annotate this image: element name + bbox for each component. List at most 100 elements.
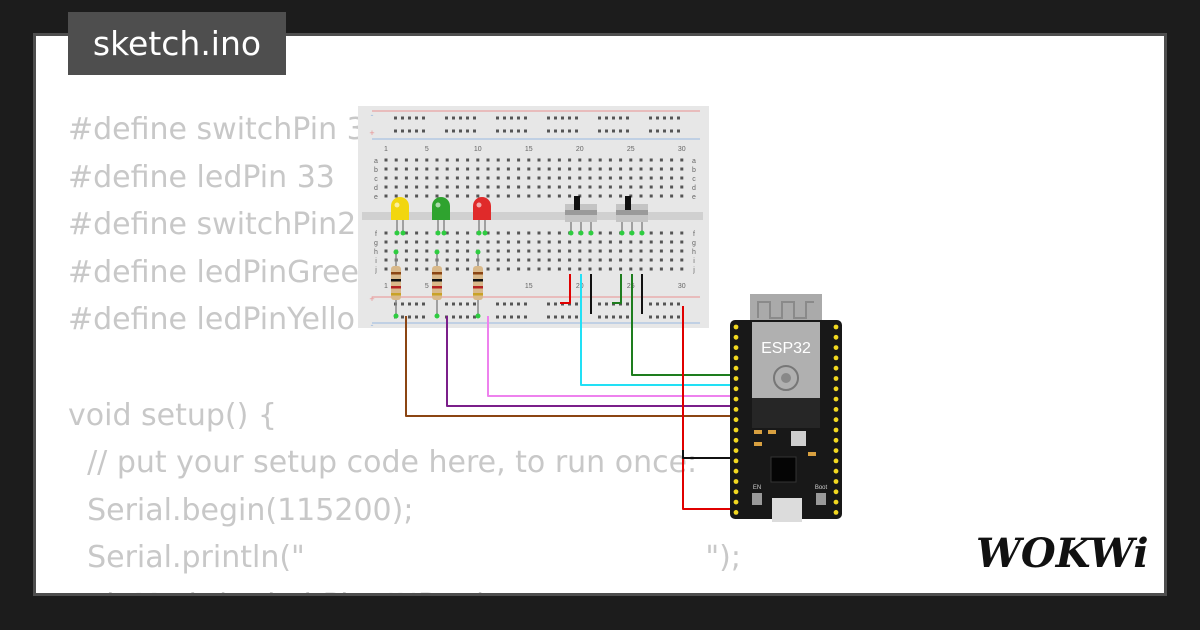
rail-hole: [408, 129, 411, 133]
breadboard-hole: [506, 176, 510, 180]
rail-hole: [619, 315, 622, 319]
rail-hole: [524, 302, 527, 306]
breadboard-hole: [466, 231, 470, 235]
file-tab[interactable]: sketch.ino: [68, 12, 286, 75]
breadboard-hole: [547, 249, 551, 253]
breadboard-hole: [568, 194, 572, 198]
header-pin: [833, 479, 839, 484]
row-letter: a: [374, 158, 378, 165]
rail-hole: [503, 302, 506, 306]
en-button: [752, 493, 762, 505]
breadboard-hole: [527, 249, 531, 253]
breadboard-hole: [629, 185, 633, 189]
header-pin: [733, 468, 739, 474]
breadboard-hole: [486, 158, 490, 162]
pin-marker: [393, 313, 399, 319]
header-pin: [833, 334, 839, 340]
breadboard-hole: [680, 158, 684, 162]
breadboard-hole: [649, 167, 653, 171]
breadboard-hole: [659, 267, 663, 271]
breadboard-hole: [425, 176, 429, 180]
rail-hole: [452, 116, 455, 120]
breadboard-hole: [435, 176, 439, 180]
rail-label: +: [369, 128, 374, 138]
row-letter: j: [692, 267, 695, 274]
wire: [631, 274, 736, 376]
breadboard-hole: [619, 176, 623, 180]
row-letter: i: [693, 258, 695, 265]
breadboard-hole: [506, 185, 510, 189]
rail-hole: [561, 116, 564, 120]
breadboard-hole: [608, 249, 612, 253]
rail-hole: [598, 129, 601, 133]
breadboard-hole: [680, 267, 684, 271]
rail-hole: [605, 315, 608, 319]
rail-hole: [473, 315, 476, 319]
breadboard-hole: [659, 194, 663, 198]
breadboard-hole: [557, 185, 561, 189]
breadboard-hole: [415, 167, 419, 171]
column-number: 5: [425, 283, 429, 290]
header-pin: [733, 417, 739, 423]
breadboard-hole: [476, 176, 480, 180]
breadboard-hole: [517, 158, 521, 162]
breadboard-hole: [578, 249, 582, 253]
breadboard-hole: [578, 167, 582, 171]
breadboard-hole: [629, 258, 633, 262]
led-highlight: [394, 202, 400, 208]
breadboard-hole: [404, 258, 408, 262]
rail-hole: [670, 129, 673, 133]
pin-marker: [475, 313, 481, 319]
row-letter: b: [374, 167, 378, 174]
breadboard-hole: [557, 176, 561, 180]
rail-hole: [663, 116, 666, 120]
header-pin: [833, 499, 839, 505]
breadboard-hole: [547, 167, 551, 171]
breadboard-hole: [435, 194, 439, 198]
rail-hole: [677, 129, 680, 133]
breadboard-hole: [588, 249, 592, 253]
header-pin: [733, 355, 739, 361]
row-letter: h: [692, 249, 696, 256]
breadboard-hole: [517, 258, 521, 262]
breadboard-hole: [486, 167, 490, 171]
breadboard-hole: [455, 158, 459, 162]
breadboard-hole: [568, 240, 572, 244]
breadboard-hole: [394, 240, 398, 244]
breadboard-hole: [486, 267, 490, 271]
rail-hole: [415, 116, 418, 120]
breadboard-hole: [537, 249, 541, 253]
breadboard-hole: [415, 194, 419, 198]
breadboard-hole: [425, 185, 429, 189]
breadboard-hole: [425, 267, 429, 271]
breadboard-hole: [415, 185, 419, 189]
components: [391, 196, 648, 319]
breadboard-hole: [466, 176, 470, 180]
header-pin: [833, 355, 839, 361]
breadboard-hole: [415, 176, 419, 180]
breadboard-hole: [384, 176, 388, 180]
breadboard-hole: [659, 249, 663, 253]
rail-hole: [656, 302, 659, 306]
regulator-ic: [791, 431, 806, 446]
rail-label: -: [371, 320, 374, 330]
breadboard-hole: [445, 258, 449, 262]
breadboard-hole: [639, 185, 643, 189]
rail-hole: [575, 116, 578, 120]
rail-hole: [401, 302, 404, 306]
breadboard-hole: [496, 158, 500, 162]
header-pin: [733, 376, 739, 381]
header-pin: [833, 448, 839, 453]
header-pin: [833, 437, 839, 443]
rail-hole: [575, 302, 578, 306]
rail-hole: [445, 302, 448, 306]
rail-hole: [408, 116, 411, 120]
wokwi-logo: WOKWi: [976, 530, 1149, 577]
led-highlight: [476, 202, 482, 208]
breadboard-hole: [680, 258, 684, 262]
slide-switch-track: [616, 210, 648, 215]
pin-marker: [435, 230, 441, 236]
breadboard-hole: [680, 167, 684, 171]
